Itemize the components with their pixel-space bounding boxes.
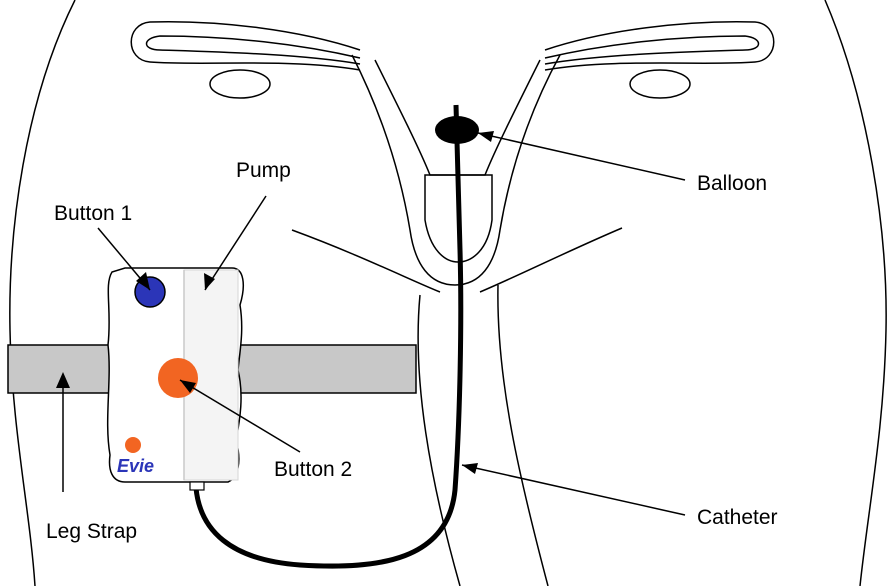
uterus-illustration — [130, 21, 775, 286]
label-catheter: Catheter — [697, 506, 778, 529]
left-ovary — [209, 69, 271, 99]
left-hip-line — [9, 0, 76, 586]
right-thigh-line — [497, 284, 549, 586]
leader-balloon — [477, 132, 686, 181]
arrowheads — [56, 131, 494, 474]
label-balloon: Balloon — [697, 172, 767, 195]
button-2 — [158, 358, 198, 398]
arrowhead-catheter — [462, 463, 478, 474]
leader-catheter — [461, 464, 686, 516]
leader-pump — [204, 195, 267, 291]
arrowhead-button-1 — [136, 272, 150, 290]
body-outline — [9, 0, 887, 586]
leader-lines — [62, 132, 686, 516]
balloon — [435, 116, 479, 144]
leader-button-2 — [179, 379, 301, 453]
tube-inner-left — [145, 35, 361, 65]
arrowhead-balloon — [478, 131, 494, 142]
leg-strap-right — [233, 344, 417, 394]
left-groin-line — [291, 229, 441, 293]
arrowhead-pump — [204, 273, 215, 290]
tube-inner-right — [544, 35, 760, 65]
label-button-2: Button 2 — [274, 458, 352, 481]
fallopian-tubes-outer-right — [544, 21, 775, 71]
label-leg-strap: Leg Strap — [46, 520, 137, 543]
catheter-tube — [193, 104, 464, 569]
pump-connector — [189, 481, 205, 491]
uterus-outer — [351, 54, 561, 286]
pump: Evie — [106, 267, 245, 491]
right-groin-line — [479, 227, 623, 293]
logo-text: Evie — [117, 456, 154, 476]
right-ovary — [629, 69, 691, 99]
label-button-1: Button 1 — [54, 202, 132, 225]
fallopian-tubes-outer — [130, 21, 361, 71]
left-thigh-line — [417, 294, 461, 586]
logo-dot — [125, 437, 141, 453]
right-hip-line — [824, 0, 887, 586]
arrowhead-button-2 — [180, 380, 196, 393]
arrowhead-leg-strap — [56, 372, 70, 388]
label-pump: Pump — [236, 159, 291, 182]
